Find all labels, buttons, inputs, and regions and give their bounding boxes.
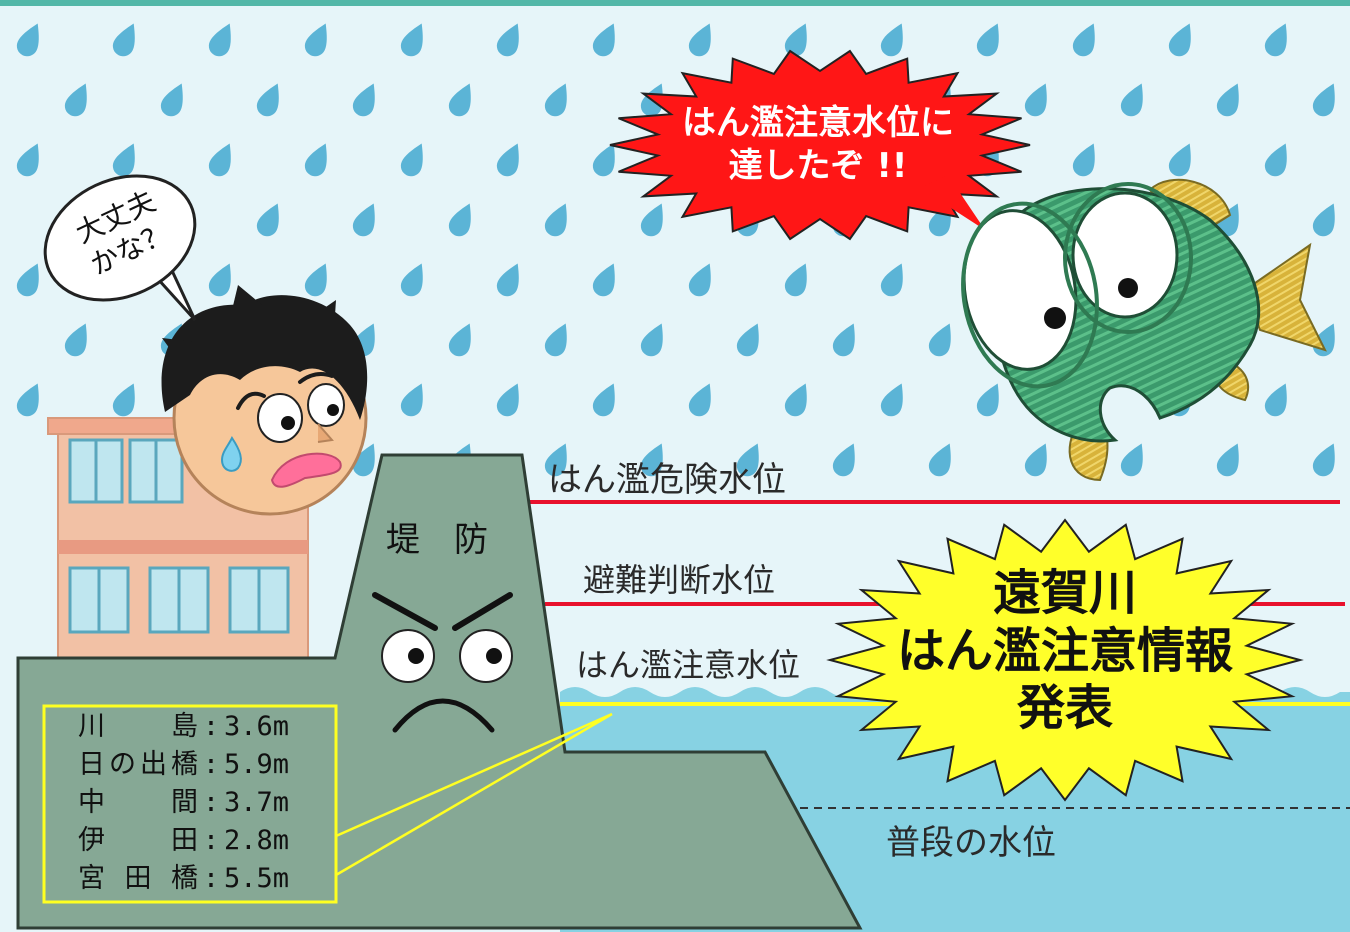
gauge-separator: : [202, 749, 220, 780]
gauge-name: 中間 [78, 787, 198, 818]
gauge-row: 中間:3.7m [78, 784, 289, 822]
worried-person-icon [161, 285, 368, 516]
announcement-line-1: 遠賀川 [992, 565, 1137, 621]
gauge-box [42, 704, 338, 904]
gauge-value: 2.8m [224, 825, 290, 856]
gauge-name: 日の出橋 [78, 749, 198, 780]
angry-levee-face-icon [372, 592, 513, 733]
fish-alert-line-2: 達したぞ !! [728, 145, 908, 186]
person-speech-bubble [43, 174, 197, 322]
normal-level-label: 普段の水位 [886, 823, 1056, 863]
gauge-row: 伊田:2.8m [78, 822, 289, 860]
gauge-value: 5.9m [224, 749, 290, 780]
gauge-name: 川島 [78, 711, 198, 742]
fish-alert-line-1: はん濫注意水位に [682, 103, 954, 143]
fish-alert-text: はん濫注意水位に 達したぞ !! [628, 102, 1008, 187]
gauge-name: 伊田 [78, 825, 198, 856]
gauge-row: 日の出橋:5.9m [78, 746, 289, 784]
announcement-burst [826, 518, 1304, 802]
gauge-name: 宮田橋 [78, 863, 198, 894]
fish-alert-burst [609, 49, 1031, 241]
fish-mascot-icon [961, 178, 1327, 482]
announcement-line-3: 発表 [1016, 680, 1113, 737]
gauge-separator: : [202, 863, 220, 894]
announcement-text: 遠賀川 はん濫注意情報 発表 [850, 565, 1280, 738]
announcement-line-2: はん濫注意情報 [896, 622, 1233, 679]
gauge-list: 川島:3.6m 日の出橋:5.9m 中間:3.7m 伊田:2.8m 宮田橋:5.… [78, 708, 289, 898]
gauge-value: 3.6m [224, 711, 290, 742]
gauge-separator: : [202, 787, 220, 818]
gauge-separator: : [202, 711, 220, 742]
top-rule [0, 0, 1350, 6]
gauge-value: 3.7m [224, 787, 290, 818]
danger-level-label: はん濫危険水位 [548, 460, 786, 500]
caution-level-label: はん濫注意水位 [576, 646, 801, 684]
levee-label: 堤 防 [386, 520, 488, 560]
gauge-pointer [335, 712, 613, 877]
gauge-separator: : [202, 825, 220, 856]
gauge-row: 川島:3.6m [78, 708, 289, 746]
gauge-value: 5.5m [224, 863, 290, 894]
evacuation-level-label: 避難判断水位 [583, 561, 776, 599]
gauge-row: 宮田橋:5.5m [78, 860, 289, 898]
